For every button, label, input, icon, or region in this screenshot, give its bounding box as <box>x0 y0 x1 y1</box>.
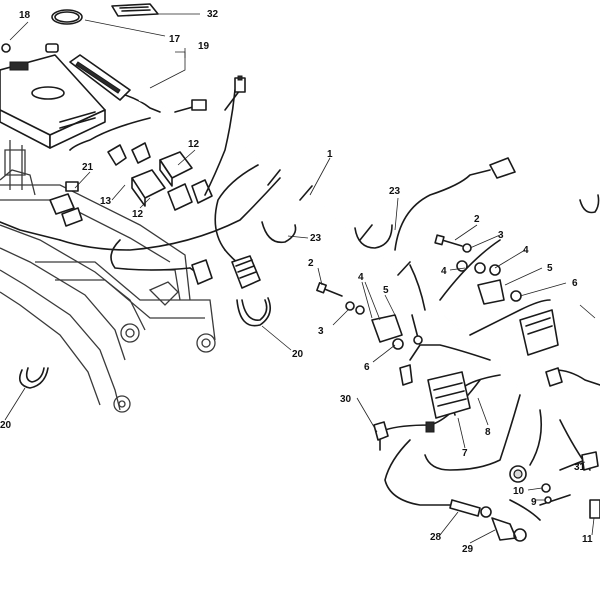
callout-32: 32 <box>207 9 219 20</box>
callout-30: 30 <box>340 394 352 405</box>
callout-5: 5 <box>383 285 389 296</box>
washer-part-3-upper <box>462 243 472 253</box>
cable-clamp-part-23-left <box>261 221 297 244</box>
callout-2: 2 <box>474 214 480 225</box>
callout-2: 2 <box>308 258 314 269</box>
ignition-module-part-31[interactable] <box>519 309 559 356</box>
connector-top-center[interactable] <box>234 75 246 93</box>
callout-6: 6 <box>572 278 578 289</box>
callout-1: 1 <box>327 149 333 160</box>
seal-ring-part-18 <box>51 9 83 25</box>
sensor-part-8[interactable] <box>399 364 413 386</box>
callout-12: 12 <box>132 209 144 220</box>
cable-clamp-part-20-center <box>236 297 271 327</box>
connector-left-middle[interactable] <box>191 259 213 285</box>
temperature-sensor-part-28[interactable] <box>449 499 492 518</box>
callout-21: 21 <box>82 162 94 173</box>
callout-12: 12 <box>188 139 200 150</box>
callout-7: 7 <box>462 448 468 459</box>
washer-part-3-lower <box>345 301 365 315</box>
callout-4: 4 <box>523 245 529 256</box>
connector-center-large[interactable] <box>231 255 261 289</box>
connector-upper-middle[interactable] <box>191 99 207 111</box>
callout-13: 13 <box>100 196 112 207</box>
callout-10: 10 <box>513 486 525 497</box>
connector-part-21[interactable] <box>49 181 83 227</box>
callout-3: 3 <box>498 230 504 241</box>
callout-labels: 1 2 2 3 3 4 4 4 5 5 6 6 7 8 9 10 11 12 1… <box>0 9 593 555</box>
leader-lines <box>4 13 596 544</box>
callout-20: 20 <box>292 349 304 360</box>
nut-part-4-upper <box>456 260 501 276</box>
connector-block-center[interactable] <box>167 179 213 211</box>
sensor-part-30[interactable] <box>373 421 389 451</box>
sensor-part-29[interactable] <box>491 517 527 542</box>
main-wiring-harness[interactable] <box>0 89 600 521</box>
callout-8: 8 <box>485 427 491 438</box>
relay-holder-part-13[interactable] <box>107 142 151 166</box>
connector-right-lower[interactable] <box>545 367 599 471</box>
cable-clamp-right-edge <box>579 194 600 214</box>
callout-6: 6 <box>364 362 370 373</box>
bolt-part-2-upper <box>434 234 463 247</box>
callout-23: 23 <box>389 186 401 197</box>
callout-18: 18 <box>19 10 31 21</box>
cable-clamp-part-23-right <box>354 224 393 249</box>
callout-29: 29 <box>462 544 474 555</box>
callout-5: 5 <box>547 263 553 274</box>
bracket-part-4-5-6-lower <box>371 314 423 350</box>
ecu-connector-strip[interactable] <box>69 54 161 113</box>
small-gasket-part-18 <box>45 43 59 53</box>
frame-structure <box>0 140 216 413</box>
connector-right-top[interactable] <box>489 157 516 179</box>
cable-clamp-part-20-left <box>19 367 49 389</box>
callout-9: 9 <box>531 497 537 508</box>
callout-17: 17 <box>169 34 181 45</box>
bolt-part-11 <box>589 499 600 519</box>
relay-part-12-upper[interactable] <box>159 151 193 187</box>
bolt-small-top-left <box>1 43 11 53</box>
callout-4: 4 <box>358 272 364 283</box>
ignition-module-part-7[interactable] <box>425 371 471 433</box>
callout-23: 23 <box>310 233 322 244</box>
callout-19: 19 <box>198 41 210 52</box>
bolt-part-2-lower <box>316 282 343 297</box>
relay-part-12-lower[interactable] <box>131 169 166 207</box>
sensor-part-10[interactable] <box>509 465 527 483</box>
callout-20: 20 <box>0 420 12 431</box>
bracket-part-5-upper <box>477 279 505 305</box>
screw-part-6-upper <box>510 290 522 302</box>
callout-11: 11 <box>582 534 593 545</box>
label-sticker-part-32 <box>111 3 159 17</box>
callout-31: 31 <box>574 462 586 473</box>
electronic-control-unit[interactable] <box>0 54 106 149</box>
callout-3: 3 <box>318 326 324 337</box>
callout-28: 28 <box>430 532 442 543</box>
bolt-part-9-10 <box>541 483 552 504</box>
callout-4: 4 <box>441 266 447 277</box>
